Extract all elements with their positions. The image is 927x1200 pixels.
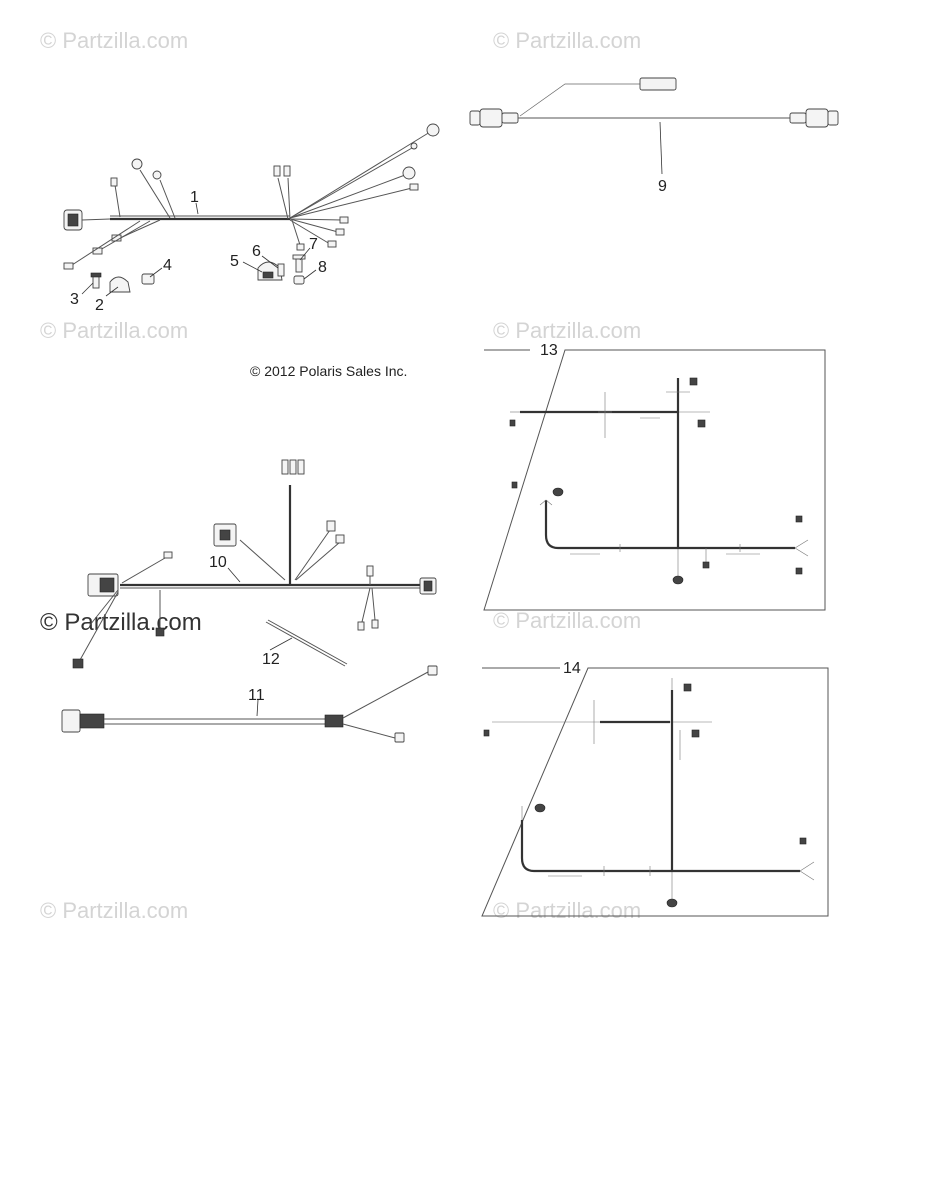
callouts-top-left: 1 2 3 4 5 6 7 8 xyxy=(70,189,327,314)
part-10-harness: 10 xyxy=(72,459,437,669)
watermark-3: © Partzilla.com xyxy=(40,318,188,343)
callout-7: 7 xyxy=(309,236,318,253)
watermarks: © Partzilla.com © Partzilla.com © Partzi… xyxy=(40,28,641,923)
callout-10: 10 xyxy=(209,554,227,571)
watermark-6: © Partzilla.com xyxy=(493,608,641,633)
part-14-harness-layout: 14 xyxy=(481,660,829,917)
watermark-1: © Partzilla.com xyxy=(40,28,188,53)
watermark-7: © Partzilla.com xyxy=(40,898,188,923)
leader-lines-top-left xyxy=(81,202,317,297)
callout-9: 9 xyxy=(658,178,667,195)
callout-2: 2 xyxy=(95,297,104,314)
callout-4: 4 xyxy=(163,257,172,274)
hardware-parts-2-8 xyxy=(90,254,306,293)
callout-8: 8 xyxy=(318,259,327,276)
watermark-8: © Partzilla.com xyxy=(493,898,641,923)
watermark-4: © Partzilla.com xyxy=(493,318,641,343)
part-13-harness-layout: 13 xyxy=(483,342,826,611)
part-12-cable-tie: 12 xyxy=(262,619,348,668)
part-9-extension-cable: 9 xyxy=(469,77,839,195)
callout-1: 1 xyxy=(190,189,199,206)
part-11-harness: 11 xyxy=(61,665,438,743)
callout-5: 5 xyxy=(230,253,239,270)
callout-13: 13 xyxy=(540,342,558,359)
callout-12: 12 xyxy=(262,651,280,668)
watermark-5: © Partzilla.com xyxy=(40,609,202,636)
part-1-main-harness xyxy=(63,123,440,270)
callout-11: 11 xyxy=(248,687,265,704)
callout-14: 14 xyxy=(563,660,581,677)
callout-6: 6 xyxy=(252,243,261,260)
watermark-2: © Partzilla.com xyxy=(493,28,641,53)
copyright-text: © 2012 Polaris Sales Inc. xyxy=(250,363,407,379)
callout-3: 3 xyxy=(70,291,79,308)
